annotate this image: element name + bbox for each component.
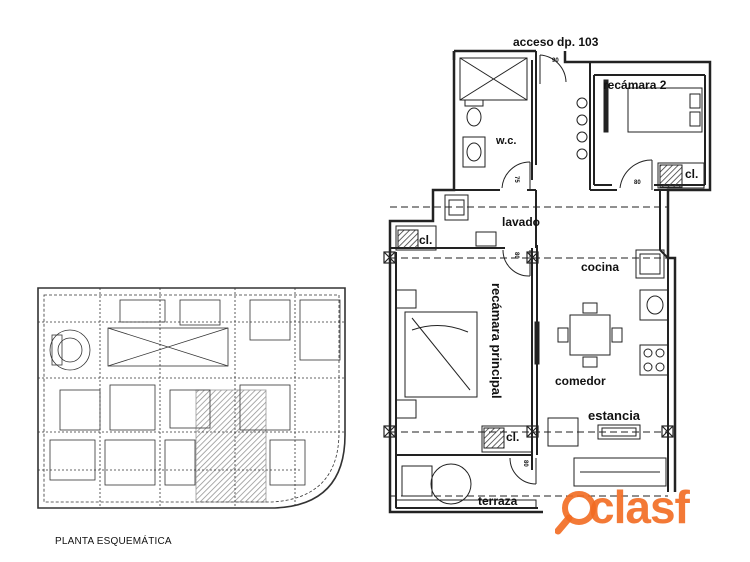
magnifier-icon bbox=[554, 491, 596, 535]
closet-hatch-2 bbox=[659, 164, 683, 188]
exterior-walls bbox=[388, 49, 712, 514]
closet-box-3 bbox=[481, 425, 533, 453]
door-dimension-5: 80 bbox=[522, 460, 528, 467]
beam-lines bbox=[390, 206, 668, 497]
key-plan-caption: PLANTA ESQUEMÁTICA bbox=[55, 536, 172, 547]
closet-box-1 bbox=[395, 225, 437, 251]
closet-box-2 bbox=[657, 162, 705, 189]
columns bbox=[383, 251, 674, 438]
door-dimension-3: 75 bbox=[513, 176, 519, 183]
clasf-watermark-logo: clasf bbox=[554, 481, 735, 546]
closet-hatch-1 bbox=[397, 229, 419, 249]
terrace-furniture bbox=[395, 463, 537, 509]
label-closet-1: cl. bbox=[419, 233, 433, 247]
bedroom-2-furniture bbox=[576, 79, 703, 160]
label-estancia: estancia bbox=[588, 408, 641, 423]
door-dimension-2: 80 bbox=[634, 180, 641, 186]
key-plan-drawing bbox=[37, 287, 346, 509]
apartment-plan bbox=[383, 49, 712, 514]
dining-set bbox=[557, 302, 623, 368]
door-dimension-1: 90 bbox=[552, 58, 559, 64]
kitchen-fixtures bbox=[635, 249, 669, 376]
closet-hatch-3 bbox=[483, 427, 505, 449]
label-acceso: acceso dp. 103 bbox=[513, 35, 599, 49]
label-wc: w.c. bbox=[496, 135, 517, 147]
label-lavado: lavado bbox=[502, 215, 541, 229]
label-closet-2: cl. bbox=[685, 167, 699, 181]
door-swings bbox=[501, 54, 653, 485]
label-recamara-2: recámara 2 bbox=[603, 78, 667, 92]
label-recamara-principal: recámara principal bbox=[489, 283, 504, 399]
label-cocina: cocina bbox=[581, 260, 620, 274]
living-furniture bbox=[547, 417, 667, 487]
master-bed bbox=[395, 289, 478, 419]
label-terraza: terraza bbox=[478, 494, 518, 508]
label-comedor: comedor bbox=[555, 374, 606, 388]
wardrobe-line bbox=[534, 321, 540, 365]
label-closet-3: cl. bbox=[506, 430, 520, 444]
clasf-wordmark: clasf bbox=[589, 481, 690, 533]
door-dimension-4: 80 bbox=[513, 252, 519, 259]
bathroom-fixtures bbox=[444, 57, 528, 247]
